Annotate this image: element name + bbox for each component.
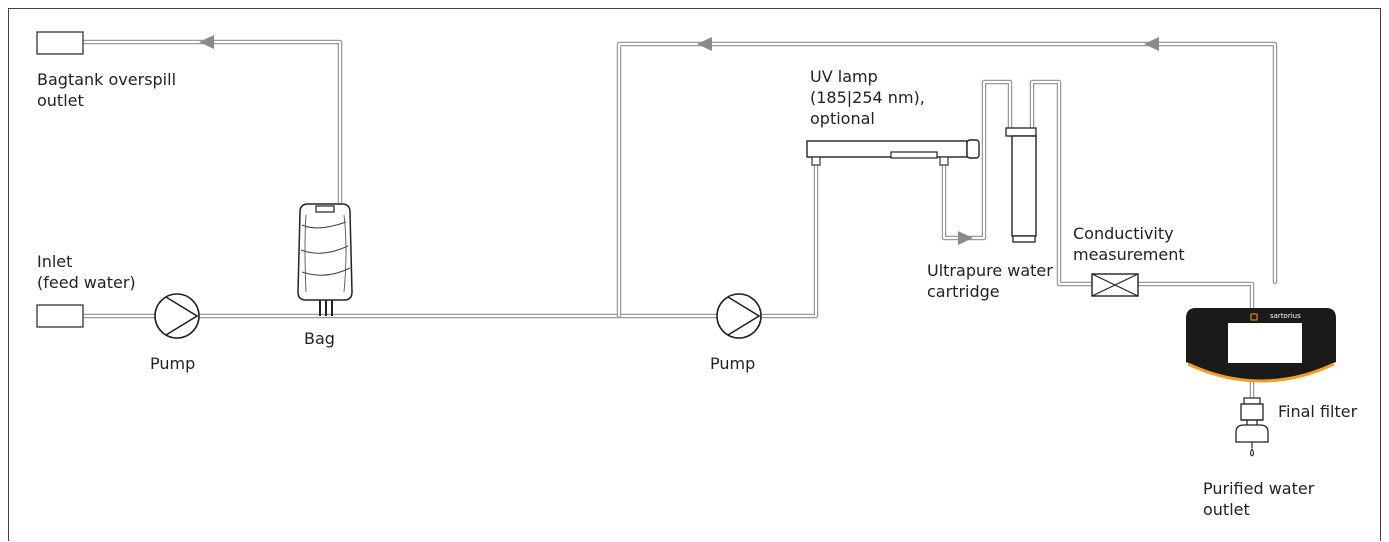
- cartridge-icon: [1005, 127, 1037, 243]
- inlet-box: [36, 304, 84, 328]
- purification-device: sartorius: [1186, 308, 1336, 383]
- final-filter-icon: [1235, 397, 1269, 457]
- pump-2-label: Pump: [710, 354, 756, 373]
- uv-lamp-icon: [806, 139, 980, 166]
- flow-arrow: [697, 37, 712, 51]
- purified-outlet-label: Purified water outlet: [1203, 479, 1315, 519]
- pump-1-label: Pump: [150, 354, 196, 373]
- inlet-label: Inlet (feed water): [37, 252, 136, 292]
- final-filter-label: Final filter: [1278, 402, 1358, 421]
- flow-arrow: [199, 35, 214, 49]
- uv-lamp-label: UV lamp (185|254 nm), optional: [810, 67, 925, 128]
- diagram-frame: [8, 8, 1381, 541]
- bagtank-outlet-label: Bagtank overspill outlet: [37, 70, 177, 110]
- bag-label: Bag: [304, 329, 335, 348]
- bagtank-outlet-box: [36, 31, 84, 55]
- flow-arrow: [958, 231, 973, 245]
- pipes: [80, 39, 1278, 401]
- flow-arrow: [1144, 37, 1159, 51]
- cartridge-label: Ultrapure water cartridge: [927, 261, 1053, 301]
- conductivity-cell-icon: [1091, 273, 1139, 297]
- conductivity-label: Conductivity measurement: [1073, 224, 1185, 264]
- flow-arrows: [199, 35, 1159, 245]
- pump-1-icon: [154, 293, 200, 339]
- device-screen: [1228, 323, 1302, 363]
- bag-icon: [297, 203, 353, 316]
- device-brand: sartorius: [1270, 312, 1301, 320]
- pump-2-icon: [716, 293, 762, 339]
